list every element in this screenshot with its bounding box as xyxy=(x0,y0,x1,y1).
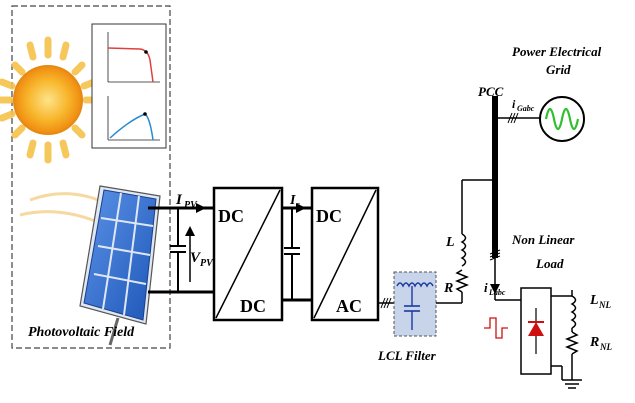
resistor-r-label: R xyxy=(443,281,453,296)
dcac-inverter xyxy=(310,186,380,322)
load-rl xyxy=(551,290,580,380)
load-current-sub: Labc xyxy=(488,288,506,297)
filter-to-grid-line xyxy=(436,179,494,304)
grid-current-sub: Gabc xyxy=(517,104,535,113)
pcc-bus-bar xyxy=(492,96,498,258)
nonlinear-load-line2: Load xyxy=(535,256,564,271)
is-label: I xyxy=(289,193,296,208)
load-inductor-sub: NL xyxy=(598,300,611,310)
dcac-top-label: DC xyxy=(316,206,342,226)
ipv-sub: PV xyxy=(184,200,198,211)
load-current-arrow xyxy=(490,284,500,294)
grid-three-phase-mark xyxy=(507,112,519,124)
rectifier-load xyxy=(520,287,552,375)
pv-capacitor xyxy=(170,208,186,292)
vpv-label: V xyxy=(190,250,202,266)
dcac-bottom-label: AC xyxy=(336,296,362,316)
pv-field-frame xyxy=(11,5,171,349)
ground-icon xyxy=(562,379,582,389)
dc-link-capacitor xyxy=(284,208,300,300)
dcdc-bottom-label: DC xyxy=(240,296,266,316)
pv-field-label: Photovoltaic Field xyxy=(28,325,135,340)
three-phase-mark xyxy=(380,297,392,309)
lcl-filter xyxy=(393,271,437,337)
grid-source-icon xyxy=(539,96,585,142)
grid-title-line1: Power Electrical xyxy=(512,44,602,59)
grid-current-label: i xyxy=(512,97,516,111)
nonlinear-load-line1: Non Linear xyxy=(511,232,575,247)
iv-curve-inset xyxy=(91,23,167,149)
ipv-label: I xyxy=(175,192,183,208)
inductor-l-label: L xyxy=(445,235,455,250)
load-resistor-sub: NL xyxy=(599,342,612,352)
dcdc-converter xyxy=(212,186,284,322)
dcdc-top-label: DC xyxy=(218,206,244,226)
solar-panel-icon xyxy=(79,185,161,346)
diode-icon xyxy=(528,322,544,336)
lcl-filter-label: LCL Filter xyxy=(377,348,437,363)
is-sub: s xyxy=(295,200,300,211)
sun-icon xyxy=(0,36,111,227)
vpv-sub: PV xyxy=(200,258,214,269)
pcc-label: PCC xyxy=(478,84,504,99)
distorted-current-icon xyxy=(484,317,508,339)
load-resistor-label: R xyxy=(589,335,599,350)
load-three-phase-mark xyxy=(489,249,501,261)
grid-title-line2: Grid xyxy=(546,62,571,77)
load-inductor-label: L xyxy=(589,293,599,308)
load-current-label: i xyxy=(484,280,488,295)
